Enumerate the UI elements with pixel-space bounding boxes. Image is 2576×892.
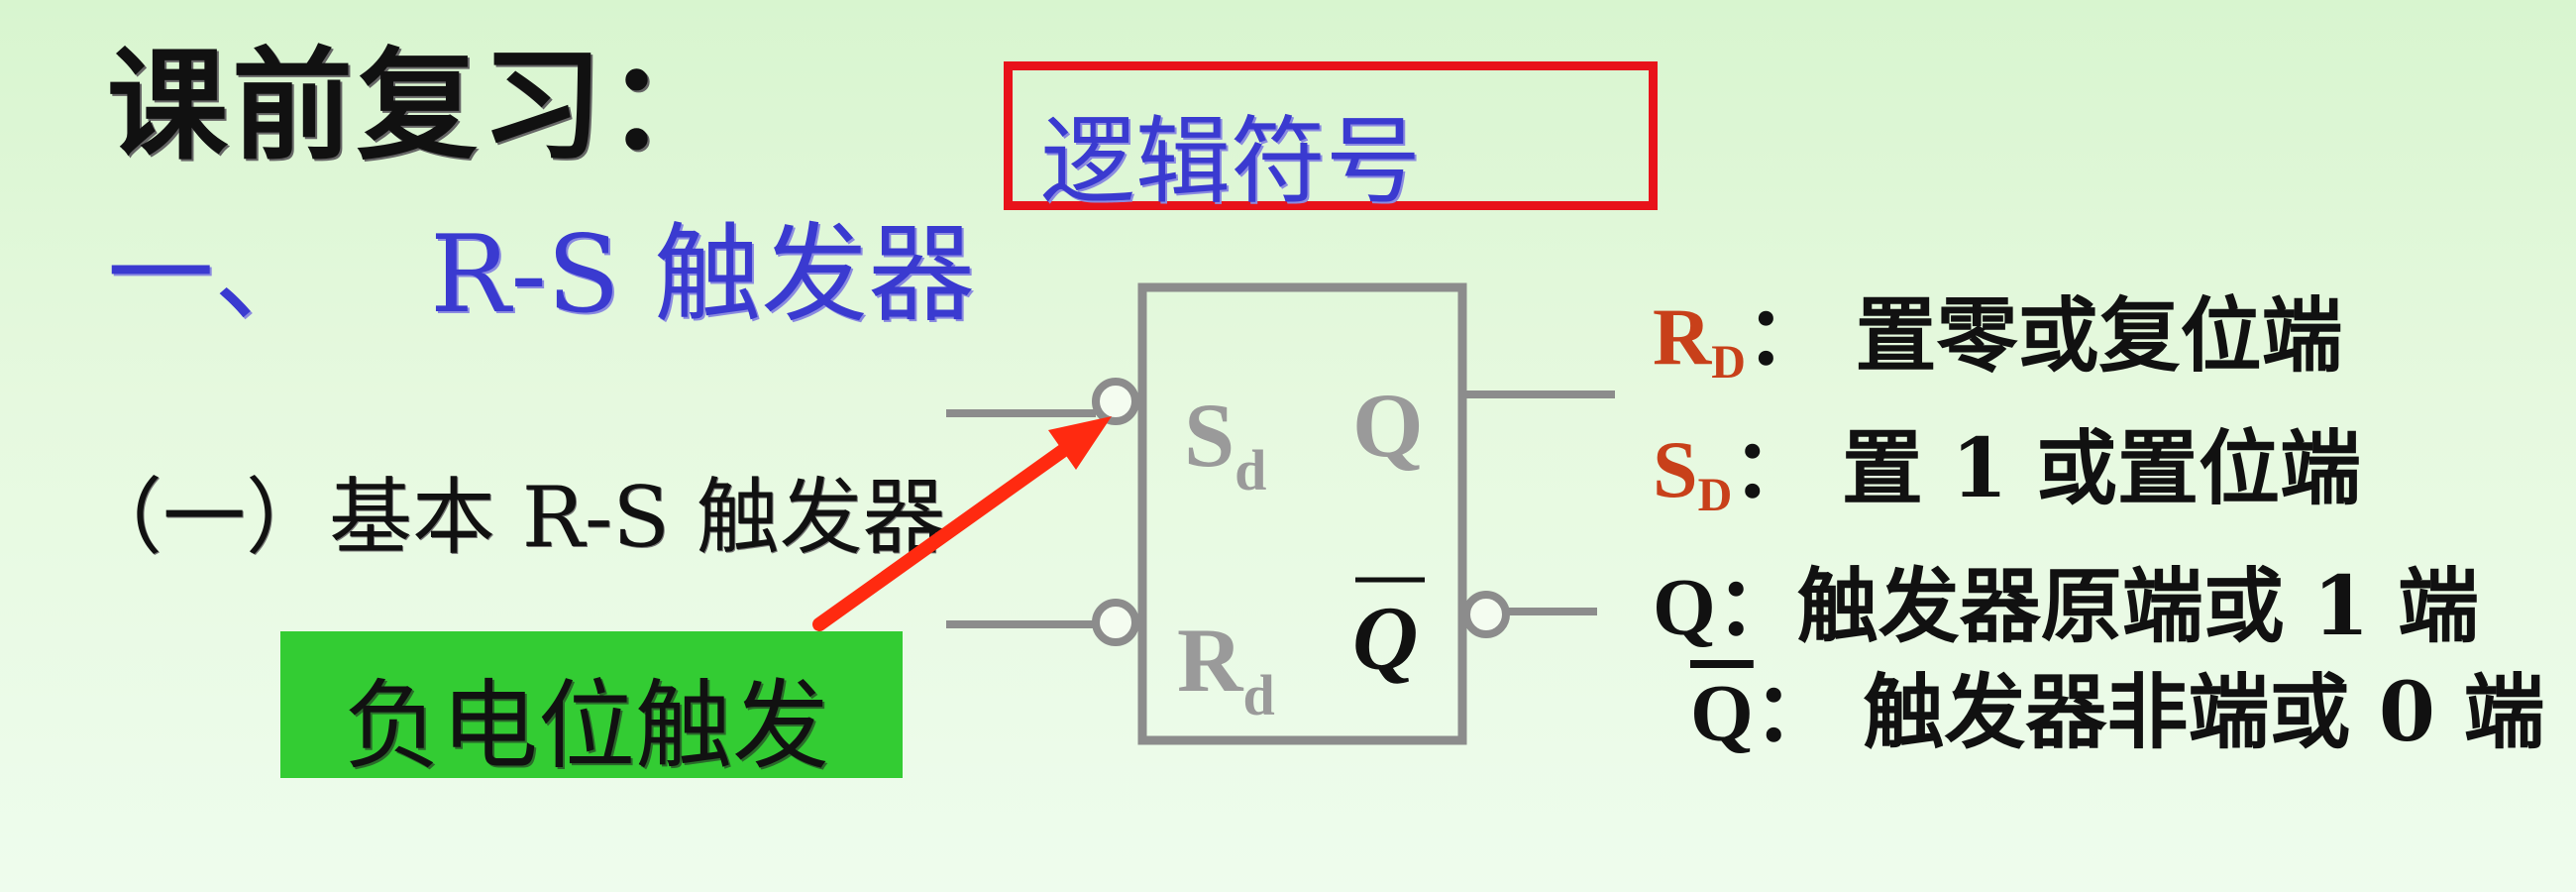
desc-rd-text: ： 置零或复位端 [1745,288,2343,384]
desc-rd-sub: D [1711,336,1746,389]
r-input-bubble [1092,599,1139,646]
q-output-label: Q [1352,375,1424,476]
desc-qbar-label: Q [1690,668,1754,758]
desc-rd-label: R [1653,291,1712,382]
trigger-arrow-head [1048,416,1112,470]
s-input-bubble [1092,378,1139,425]
qbar-output-bubble [1462,591,1510,638]
desc-qbar-text: ： 触发器非端或 0 端 [1753,665,2545,760]
r-input-label: Rd [1177,610,1275,727]
logic-symbol-label: 逻辑符号 [1040,106,1421,217]
desc-row-rd: RD： 置零或复位端 [1653,270,2342,390]
section-heading: 一、 R-S 触发器 [107,188,975,343]
flipflop-body [1137,282,1467,745]
logic-symbol-box: 逻辑符号 [1004,61,1658,217]
negative-trigger-label: 负电位触发 [344,670,830,783]
trigger-arrow-shaft [812,435,1082,631]
section-number: 一、 [107,213,322,337]
desc-row-sd: SD： 置 1 或置位端 [1653,402,2361,522]
s-input-label: Sd [1184,385,1266,502]
basic-flipflop-heading: （一）基本 R-S 触发器 [79,469,946,566]
desc-row-q: Q：触发器原端或 1 端 [1653,540,2479,658]
slide-title: 课前复习： [107,34,731,176]
desc-q-text: ：触发器原端或 1 端 [1715,559,2479,654]
desc-q-label: Q [1653,562,1716,652]
qbar-output-label: Q [1352,588,1418,689]
negative-trigger-box: 负电位触发 [280,631,903,783]
desc-sd-label: S [1653,424,1698,514]
desc-sd-sub: D [1697,469,1733,521]
desc-row-qbar: Q： 触发器非端或 0 端 [1690,646,2545,764]
desc-sd-text: ： 置 1 或置位端 [1732,421,2361,516]
section-title: R-S 触发器 [430,213,976,337]
